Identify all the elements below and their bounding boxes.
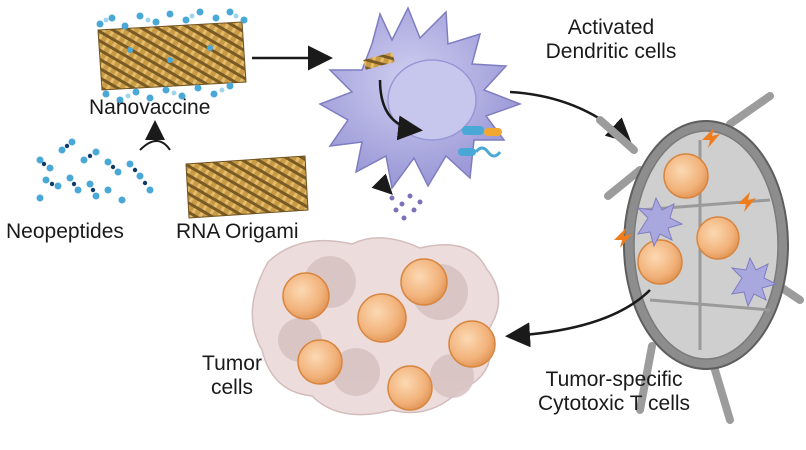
lymph-node	[596, 92, 804, 424]
tcell-line1: Tumor-specific	[545, 368, 683, 391]
origami-sheet	[185, 155, 309, 219]
tumor-cell	[251, 237, 500, 416]
lightning-icon	[614, 128, 756, 248]
cytotoxic-t-cells-label: Tumor-specific Cytotoxic T cells	[514, 368, 714, 415]
tumor-line2: cells	[210, 375, 253, 399]
rna-origami-label: RNA Origami	[176, 220, 299, 243]
merge-arrow	[139, 140, 171, 151]
activated-dendritic-label: Activated Dendritic cells	[536, 16, 686, 63]
t-cell-tumor	[282, 258, 496, 411]
tumor-cells-label: Tumor cells	[192, 352, 272, 399]
tumor-line1: Tumor	[202, 352, 262, 375]
activated-line1: Activated	[567, 16, 655, 39]
dendritic-cell	[318, 6, 523, 221]
activated-line2: Dendritic cells	[545, 39, 677, 63]
arrow-to-tumor	[505, 289, 651, 348]
neopeptides-label: Neopeptides	[6, 220, 124, 243]
peptide-chain	[36, 138, 154, 204]
tcell-line2: Cytotoxic T cells	[537, 391, 691, 415]
peptide-dots	[96, 8, 248, 104]
mini-dendritic	[636, 196, 778, 308]
nanovaccine-illustration	[96, 8, 248, 104]
t-cell	[637, 153, 740, 285]
nanovaccine-label: Nanovaccine	[89, 96, 211, 119]
